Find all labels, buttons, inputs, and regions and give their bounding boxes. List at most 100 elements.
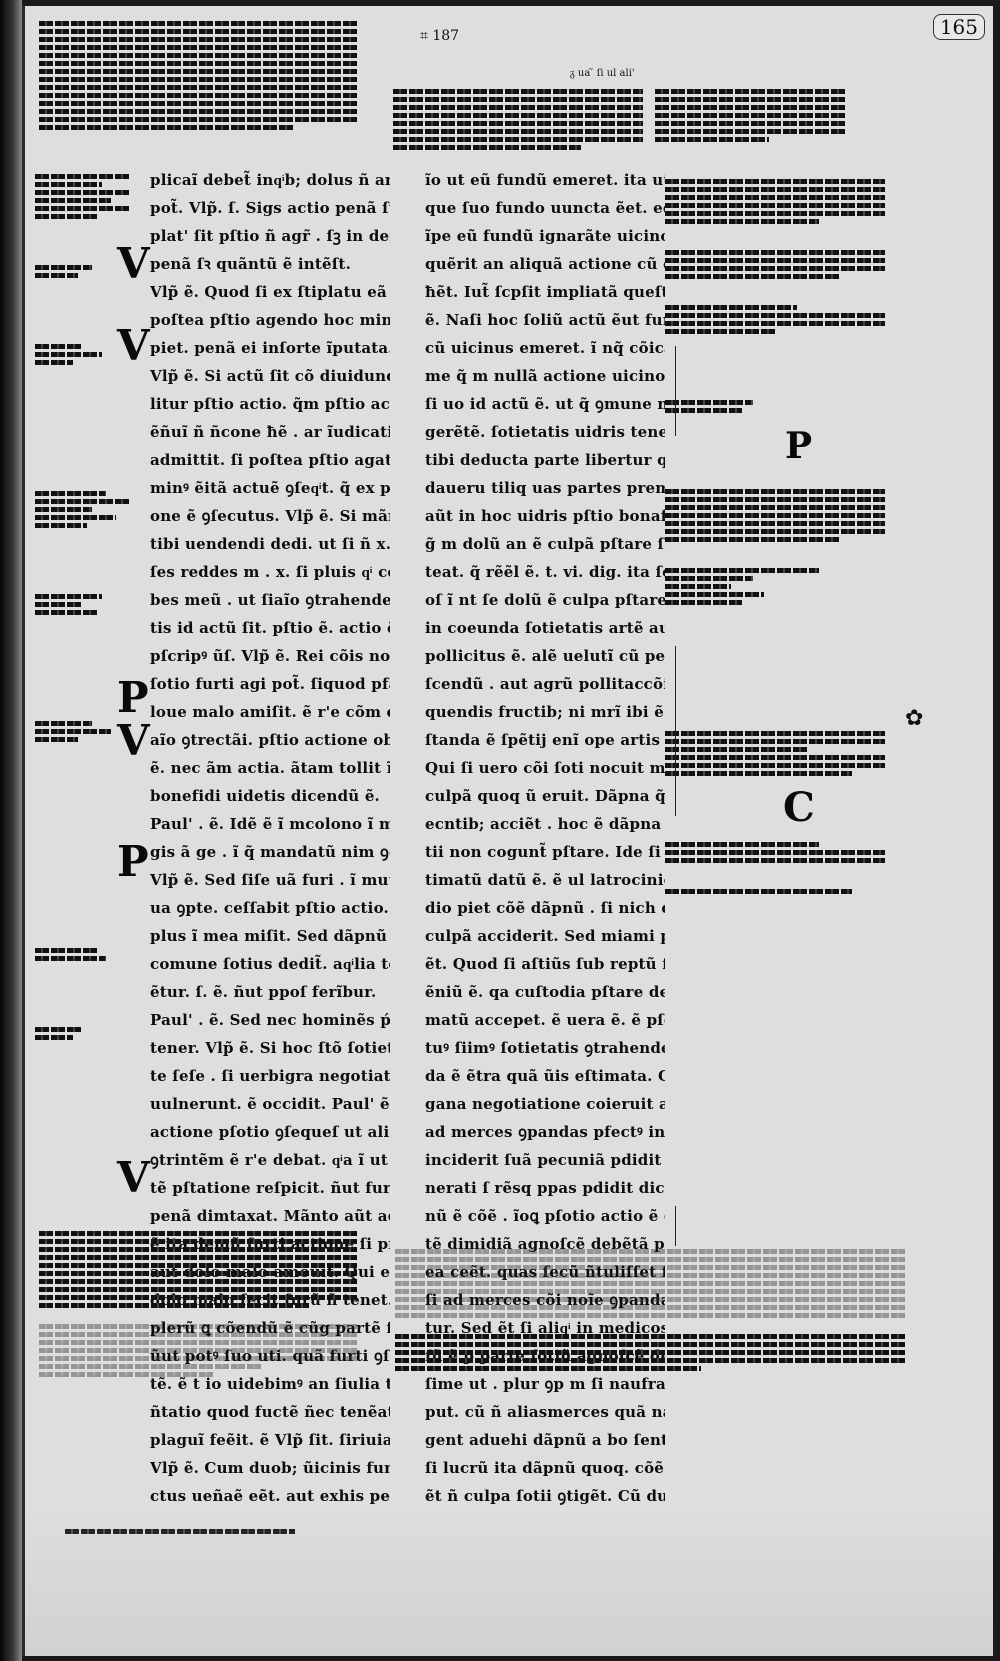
text-line: timatũ datũ ẽ. ẽ ul latrocinio. aut mẽ — [425, 871, 665, 889]
gloss-top-middle — [393, 86, 643, 153]
text-line: da ẽ ẽtra quã ũis eſtimata. Cum tẽſa — [425, 1067, 665, 1085]
text-line: aĩo ꝯtrectãi. pſtio actione obſtrictꝰ — [150, 731, 390, 749]
text-line: pſcripꝰ ũſ. Vlp̃ ẽ. Rei cõis noĩe cũ — [150, 647, 390, 665]
gloss-bracket — [675, 346, 676, 436]
gloss-bottom-left — [39, 1228, 359, 1380]
text-line: ꝯtrintẽm ẽ r'e debat. qͥa ĩ ut actio ad — [150, 1151, 390, 1169]
text-line: tibi deducta parte libertur quã man — [425, 451, 665, 469]
text-line: ſes reddes m . x. ſi pluis qͥ ceſſiſſi t… — [150, 563, 390, 581]
text-line: gerẽtẽ. ſotietatis uidris tenebor. ut — [425, 423, 665, 441]
text-line: ſcendũ . aut agrũ pollitaccõi cũ mmẽ — [425, 675, 665, 693]
text-line: actione pſotio ꝯſequeſ ut aliã actiõ — [150, 1123, 390, 1141]
text-line: Qui ſi uero cõi ſoti nocuit ma ĩq admitt… — [425, 759, 665, 777]
text-line: ẽ. nec ãm actia. ãtam tollit ĩoẽ mõib; — [150, 759, 390, 777]
text-line: culpã quoq ũ eruit. Dãpna q̃ ĩ pruͥ — [425, 787, 665, 805]
text-line: uulnerunt. ẽ occidit. Paul' ẽ. Sed — [150, 1095, 390, 1113]
text-line: penã dimtaxat. Mãnto aũt adiectꝰ — [150, 1207, 390, 1225]
text-line: ẽniũ ẽ. qa cuſtodia pſtare debuit. q̃ ẽt — [425, 983, 665, 1001]
gloss-top-right — [655, 86, 845, 145]
text-line: tuꝰ ſiimꝰ ſotietatis ꝯtrahende cã pſecꝛ — [425, 1039, 665, 1057]
text-line: admittit. ſi poſtea pſtio agatur. ħ — [150, 451, 390, 469]
text-line: ecntib; acciẽt . hoc ẽ dãpna fatalia ſo — [425, 815, 665, 833]
main-column-left: plicaĩ debet̃ inqͥb; dolus ñ amittipot̃.… — [150, 166, 390, 1510]
text-line: penã ſꝛ quãntũ ẽ intẽſt. — [150, 255, 351, 273]
initial-p-1: P — [117, 673, 149, 722]
top-mark: ⌗ 187 — [420, 28, 460, 44]
initial-v-4: V — [117, 1153, 150, 1202]
ornament-icon: ✿ — [905, 706, 924, 731]
text-line: nerati ſ rẽsq ppas pdidit dicit ut ẽ cap — [425, 1179, 665, 1197]
text-line: Paul' . ẽ. Idẽ ẽ ĩ mcolono ĩ m co gne — [150, 815, 390, 833]
text-line: me q̃ m nullã actione uicino cõpete. — [425, 367, 665, 385]
text-line: aũt in hoc uidris pſtio bonafides. uerũ — [425, 507, 665, 525]
text-line: te ſeſe . ſi uerbigra negotiatoꝛ ſerui — [150, 1067, 390, 1085]
text-line: tener. Vlp̃ ẽ. Si hoc ſtõ ſotieta — [150, 1039, 390, 1057]
text-line: tii non cogunt̃ pſtare. Ide ſi pecꝰ e — [425, 843, 665, 861]
folio-number: 165 — [932, 14, 985, 40]
text-line: minꝰ ẽitã actuẽ ꝯſeqͥt. q̃ ex pma acti — [150, 479, 390, 497]
text-line: gana negotiatione coieruit alẽ eõ ẽ — [425, 1095, 665, 1113]
initial-v-3: V — [117, 716, 150, 765]
text-line: tis id actũ ſit. pſtio ẽ. actio ẽ ſi min… — [150, 619, 390, 637]
text-line: nũ ẽ cõẽ . ĩoꝗ pſotio actio ẽ dãpnũ pꝛ — [425, 1207, 665, 1225]
text-line: tẽ pſtatione reſpicit. ñut furti ad — [150, 1179, 390, 1197]
initial-p-2: P — [117, 837, 149, 886]
text-line: dio piet cõẽ dãpnũ . ſi nich dolo aut — [425, 899, 665, 917]
text-line: ad merces ꝯpandas pfectꝰ in latrone — [425, 1123, 665, 1141]
text-line: Vlp̃ ẽ. Cum duob; ũicinis fundꝰ ẽuĩ — [150, 1459, 390, 1477]
text-line: quẽrit an aliquã actione cũ eo uicin — [425, 255, 665, 273]
text-line: ẽt ñ culpa ſotii ꝯtigẽt. Cũ duo ẽtam — [425, 1487, 665, 1505]
text-line: plaguĩ feẽit. ẽ Vlp̃ ſit. ſiriuia tenei. — [150, 1431, 390, 1449]
book-spine — [0, 0, 22, 1661]
text-line: one ẽ ꝯſecutus. Vlp̃ ẽ. Si mãnganti — [150, 507, 390, 525]
top-mark-number: 187 — [432, 28, 460, 44]
initial-v-2: V — [117, 321, 150, 370]
text-line: piet. penã ei inſorte ĩputata. — [150, 339, 390, 357]
text-line: gent aduehi dãpnũ a bo ſentiet. Nã ẽu — [425, 1431, 665, 1449]
text-line: g̃ m dolũ an ẽ culpã pſtare ſotiũ opꝰ — [425, 535, 665, 553]
text-line: ſi uo id actũ ẽ. ut q̃ ꝯmune negotiũ — [425, 395, 665, 413]
main-column-right: ĩo ut eũ fundũ emeret. ita ut ei pars que… — [425, 166, 665, 1510]
gloss-left-margin — [35, 171, 130, 1043]
text-line: tibi uendendi dedi. ut ſi ñ x. uendidi — [150, 535, 390, 553]
text-line: ẽ. Naſi hoc ſoliũ actũ ẽut fundũ uicũ — [425, 311, 665, 329]
initial-p-3: P — [785, 425, 813, 467]
text-line: cũ uicinus emeret. ĩ nq̃ cõicarẽ ad uĩ — [425, 339, 665, 357]
gloss-right-margin — [665, 176, 885, 897]
text-line: ua ꝯpte. ceſſabit pſtio actio. n ſi — [150, 899, 390, 917]
text-line: Vlp̃ ẽ. Quod ſi ex ſtiplatu eã ꝯſecutus … — [150, 283, 390, 301]
text-line: in coeunda ſotietatis artẽ aut opꝰ aue — [425, 619, 665, 637]
text-line: ħẽt. Iut̃ ſcpſit impliatã queſtione ſu — [425, 283, 665, 301]
text-line: tẽ dimidiã agnoſcẽ debẽtã pecẽ quã — [425, 1235, 665, 1253]
text-line: que ſuo fundo uuncta ẽet. eẽdẽt. mox — [425, 199, 665, 217]
text-line: loue malo amiſit. ẽ r'e cõm celandi — [150, 703, 390, 721]
text-line: teat. q̃ rẽẽl ẽ. t. vi. dig. ita ſcribit… — [425, 563, 665, 581]
text-line: culpã acciderit. Sed miami pec a ceẽt — [425, 927, 665, 945]
gloss-top-left — [39, 18, 359, 133]
text-line: ctus ueñaẽ eẽt. aut exhis petit. abal — [150, 1487, 390, 1505]
text-line: matũ accepet. ẽ uera ẽ. ẽ pſotio ẽtrac — [425, 1011, 665, 1029]
text-line: inciderit ſuã pecuniã pdidit . ſui ei uu… — [425, 1151, 665, 1169]
text-line: bes meũ . ut ſiaĩo ꝯtrahende ſotieta — [150, 591, 390, 609]
text-line: ĩo ut eũ fundũ emeret. ita ut ei pars — [425, 171, 665, 189]
text-line: pollicitus ẽ. alẽ uelutĩ cũ pecus in coẽ… — [425, 647, 665, 665]
text-line: ſotio furti agi pot̃. ſiquod pfallatiã d… — [150, 675, 390, 693]
text-line: ſi lucrũ ita dãpnũ quoq. cõẽ ẽe oport — [425, 1459, 665, 1477]
text-line: ẽt. Quod ſi aſtiũs ſub reptũ ſit ppꝰ eꝰ — [425, 955, 665, 973]
text-line: Vlp̃ ẽ. Si actũ ſit cõ diuidundo ñ tol — [150, 367, 390, 385]
gloss-bracket — [675, 646, 676, 816]
initial-c-1: C — [783, 784, 815, 831]
text-line: gis ã ge . ĩ q̃ mandatũ nim ꝯegr — [150, 843, 390, 861]
text-line: plat' ſit pſtio ñ agr̃ . ſꝫ in dem ĩ — [150, 227, 390, 245]
text-line: quendis fructib; ni mrĩ ibi ẽ culpa p̃ — [425, 703, 665, 721]
text-line: ſi ad merces cõi noĩe ꝯpandas pficiſcẽ — [425, 1291, 665, 1309]
text-line: oſ ĩ nt ſe dolũ ẽ culpa pſtare opꝛtet. S… — [425, 591, 665, 609]
text-line: Paul' . ẽ. Sed nec hominẽs ṕpſotio — [150, 1011, 390, 1029]
text-line: plicaĩ debet̃ inqͥb; dolus ñ amitti — [150, 171, 390, 189]
gloss-bracket — [675, 1206, 676, 1246]
text-line: tur. Sed ẽt ſi aliqͥ in medicos impen — [425, 1319, 665, 1337]
text-line: tẽ. ẽ t io uidebimꝰ an ſiulia teneat. — [150, 1375, 390, 1393]
text-line: ẽñuĩ ñ ñcone ħẽ . ar ĩudicatione nõ — [150, 423, 390, 441]
gloss-bottom-right — [395, 1246, 905, 1374]
text-line: daueru tiliq uas partes prem. Evenit — [425, 479, 665, 497]
